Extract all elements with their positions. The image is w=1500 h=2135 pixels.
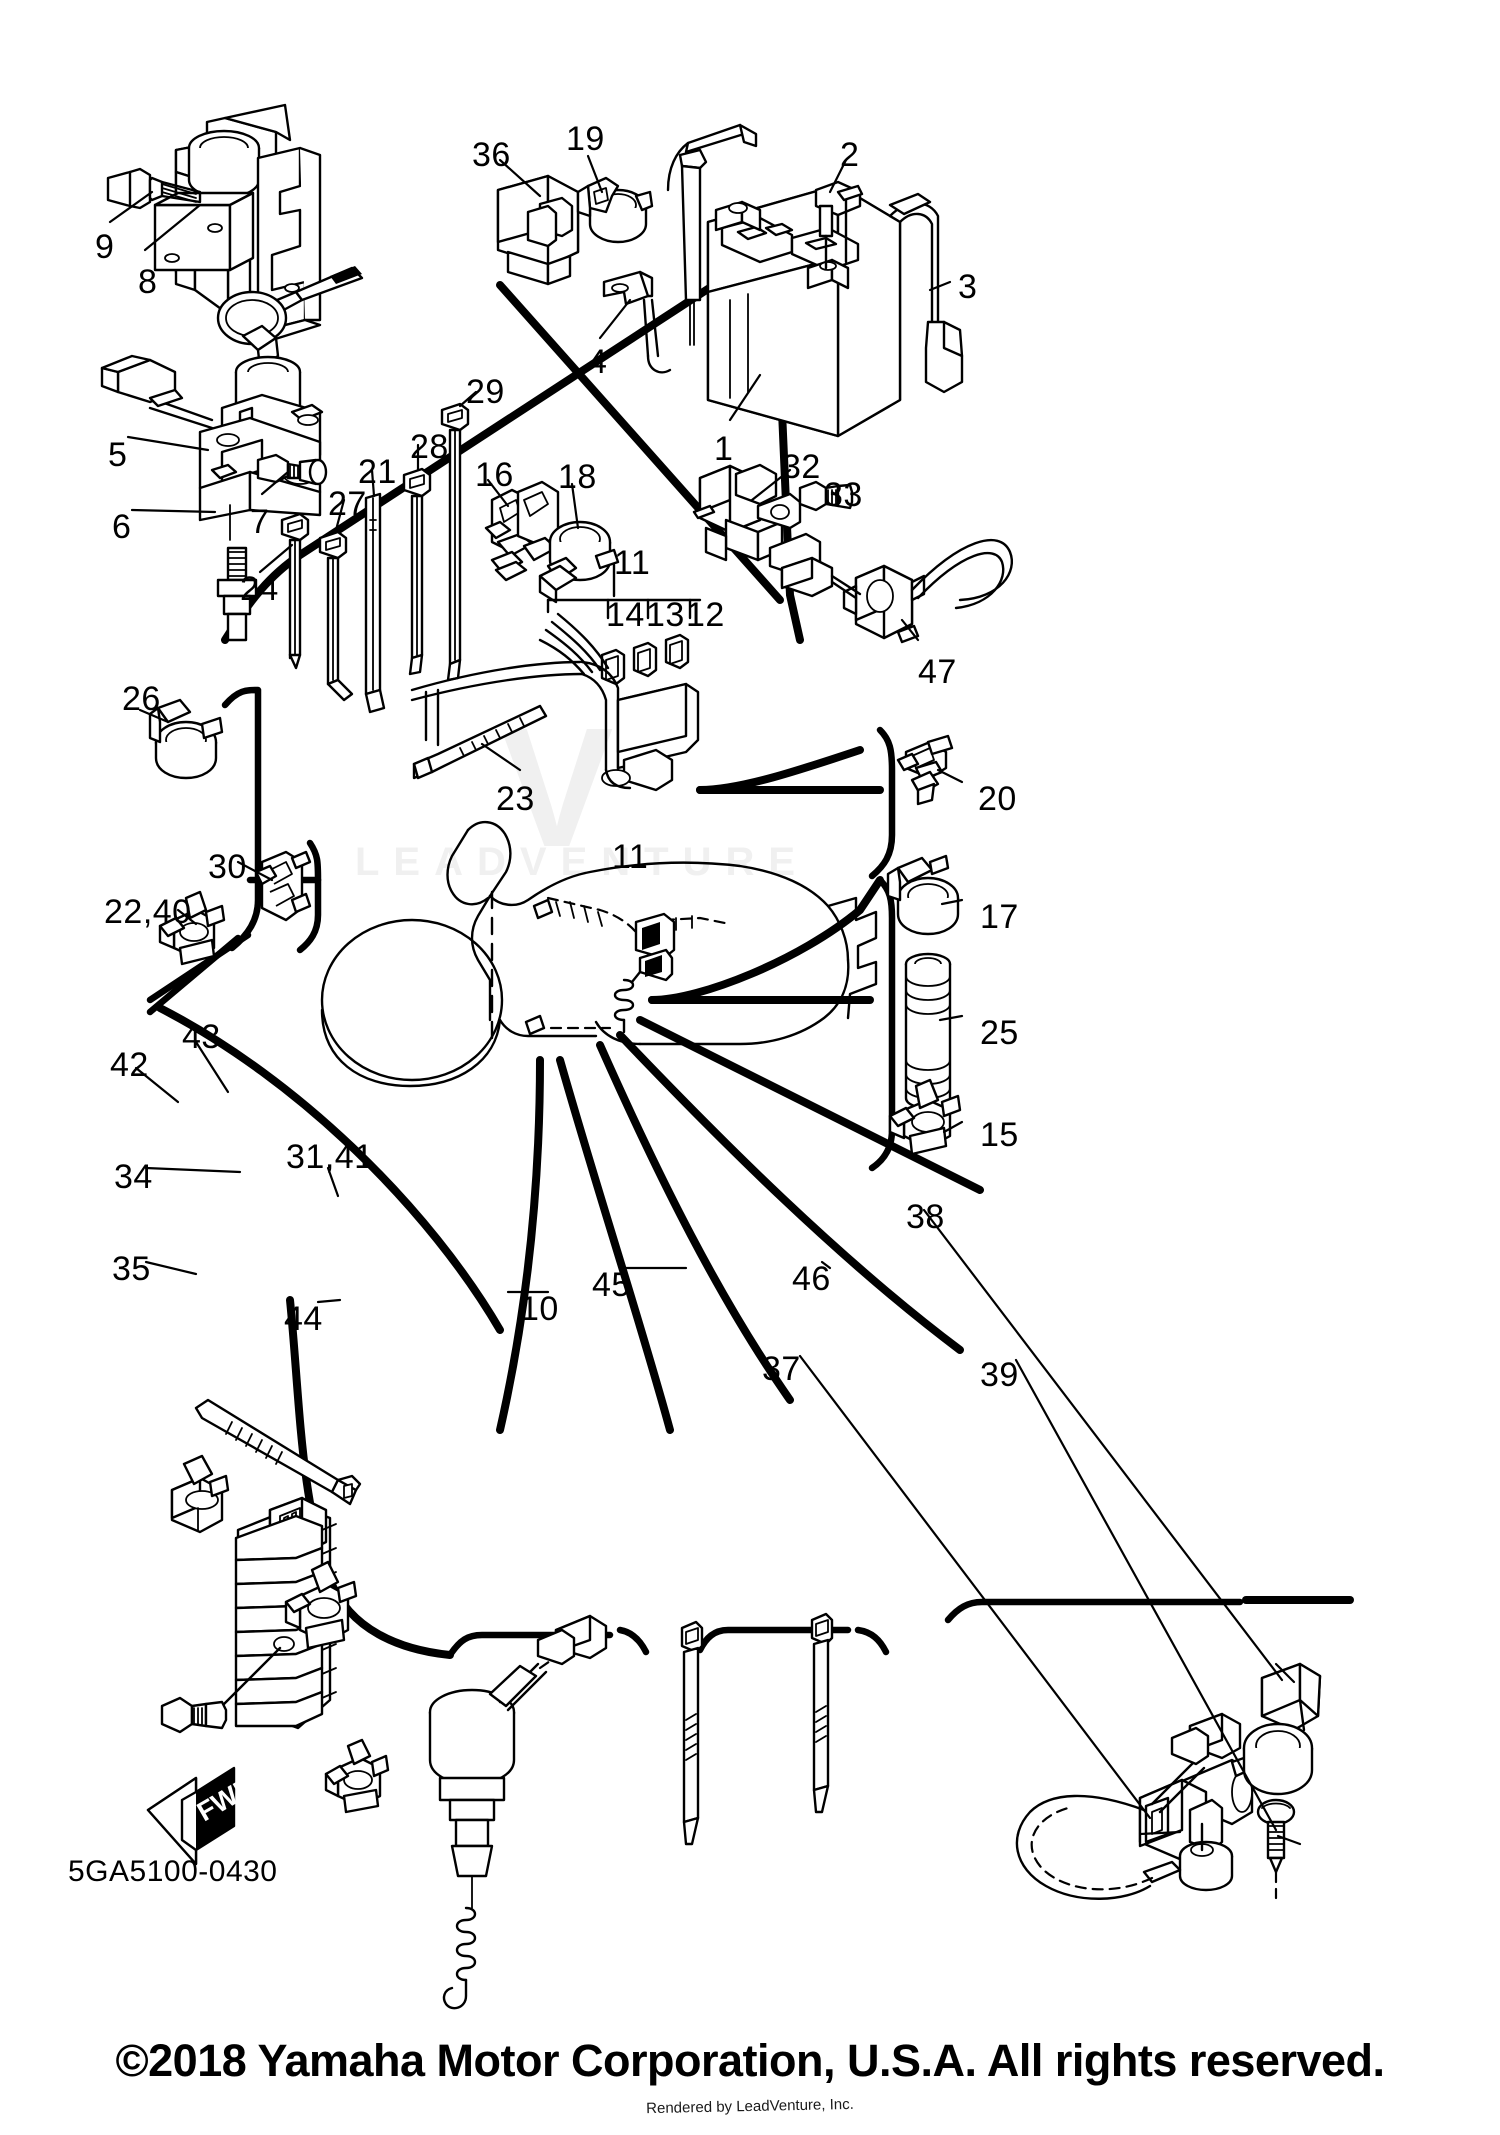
copyright-notice: ©2018 Yamaha Motor Corporation, U.S.A. A… [115,2035,1385,2086]
callout-45-band[interactable]: 45 [592,1266,631,1304]
callout-20-clip[interactable]: 20 [978,780,1017,818]
part-33-bolt [798,480,854,512]
callout-35-bolt[interactable]: 35 [112,1250,151,1288]
callout-39-screw[interactable]: 39 [980,1356,1019,1394]
part-44-holder [324,1738,390,1814]
callout-4-negative-lead[interactable]: 4 [588,343,608,381]
part-11-wire-harness [410,612,700,792]
callout-34-rectifier-regulator[interactable]: 34 [114,1158,153,1196]
part-16-holder [484,480,560,582]
part-17-clamp [886,854,960,936]
part-12-terminal [664,633,690,670]
part-10-switch-assembly [428,1614,608,2010]
part-13-terminal [632,641,658,678]
callout-38-grommet-clamp[interactable]: 38 [906,1198,945,1236]
callout-11-wire-harness[interactable]: 11 [612,838,649,876]
callout-28-band[interactable]: 28 [410,428,449,466]
callout-36-relay-assembly[interactable]: 36 [472,136,511,174]
callout-19-wire-clamp[interactable]: 19 [566,120,605,158]
part-35-bolt [160,1696,228,1734]
diagram-id-label: 5GA5100-0430 [68,1855,278,1888]
callout-15-clamp[interactable]: 15 [980,1116,1019,1154]
callout-23-band[interactable]: 23 [496,780,535,818]
part-27-band [318,530,354,702]
callout-21-band[interactable]: 21 [358,453,397,491]
callout-17-clamp[interactable]: 17 [980,898,1019,936]
part-15-clamp [888,1078,962,1156]
callout-12-terminal[interactable]: 12 [686,596,725,634]
part-6-bolt [216,504,258,642]
callout-16-holder[interactable]: 16 [475,456,514,494]
callout-46-band[interactable]: 46 [792,1260,831,1298]
callout-47-sensor[interactable]: 47 [918,653,957,691]
part-23-band [412,704,548,780]
part-38-clamp [1242,1662,1322,1796]
part-42-clamp [170,1454,230,1534]
part-36-relay [496,174,580,286]
callout-24-band[interactable]: 24 [240,570,279,608]
callout-18-clamp[interactable]: 18 [558,458,597,496]
part-45-band [680,1620,704,1846]
part-2-battery-band [666,123,864,346]
callout-2-battery-band[interactable]: 2 [840,136,860,174]
part-46-band [810,1612,834,1814]
callout-5-main-switch[interactable]: 5 [108,436,128,474]
callout-37-horn[interactable]: 37 [762,1350,801,1388]
part-29-band [440,402,470,682]
callout-27-band[interactable]: 27 [328,485,367,523]
callout-9-bolt[interactable]: 9 [95,228,115,266]
part-3-breather-hose [888,192,964,394]
part-4-negative-lead [602,270,672,374]
part-1-battery [706,183,902,438]
part-24-band [280,512,310,670]
chassis-silhouette [320,821,878,1088]
callout-29-band[interactable]: 29 [466,373,505,411]
part-43-band [194,1398,362,1506]
callout-11-wire-harness-assembly[interactable]: 11 [614,544,651,582]
part-25-protector [904,952,952,1110]
part-18-clamp [538,520,620,604]
part-30-clamp [254,850,312,922]
part-5-main-switch [100,266,364,522]
callout-31-41-holder[interactable]: 31,41 [286,1138,374,1176]
callout-13-terminal[interactable]: 13 [646,596,685,634]
callout-14-terminal[interactable]: 14 [606,596,645,634]
callout-3-battery-breather-hose[interactable]: 3 [958,268,978,306]
part-22-40-holder [158,890,226,966]
callout-30-clamp[interactable]: 30 [208,848,247,886]
harness-bracket-11 [546,563,702,620]
callout-33-bolt[interactable]: 33 [824,476,863,514]
callout-6-bolt[interactable]: 6 [112,508,132,546]
part-28-band [402,467,432,676]
part-8-bracket [153,103,322,342]
part-31-41-holder [284,1560,358,1650]
callout-43-band[interactable]: 43 [182,1018,221,1056]
fwd-arrow-marker: FWD [146,1766,260,1866]
callout-22-40-holder[interactable]: 22,40 [104,893,192,931]
part-7-screw [256,453,328,486]
callout-26-clamp[interactable]: 26 [122,680,161,718]
part-47-sensor [780,538,1013,644]
part-20-clip [896,734,954,806]
callout-7-screw[interactable]: 7 [250,503,270,541]
callout-1-battery[interactable]: 1 [714,430,734,468]
part-19-clamp [576,176,654,244]
callout-10-switch-assembly[interactable]: 10 [520,1290,559,1328]
callout-32-starter-relay[interactable]: 32 [782,448,821,486]
part-37-horn [1015,1712,1256,1900]
callout-25-protector-tube[interactable]: 25 [980,1014,1019,1052]
callout-8-bracket-stay[interactable]: 8 [138,263,158,301]
part-39-screw [1256,1798,1296,1900]
callout-44-holder[interactable]: 44 [284,1300,323,1338]
part-32-starter-relay [692,463,822,580]
part-21-band [364,492,386,714]
callout-42-clamp[interactable]: 42 [110,1046,149,1084]
